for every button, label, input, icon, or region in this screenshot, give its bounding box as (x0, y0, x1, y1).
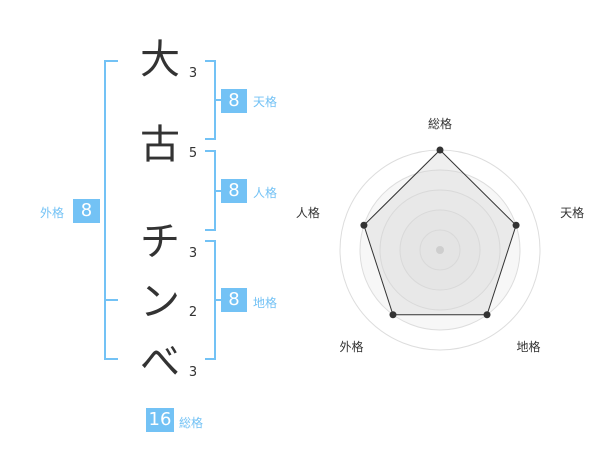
stroke-count-3: 3 (188, 246, 198, 261)
name-char-2: 古 (140, 122, 180, 168)
radar-point-2 (512, 221, 520, 229)
jinkaku-value: 8 (221, 179, 247, 203)
jinkaku-bracket (205, 150, 216, 231)
name-char-4: ン (140, 279, 180, 325)
jinkaku-label: 人格 (253, 186, 278, 200)
radar-axis-label-2: 天格 (560, 205, 584, 220)
tenkaku-connector (216, 99, 222, 101)
radar-axis-label-4: 外格 (339, 339, 363, 354)
name-char-5: べ (140, 339, 180, 385)
name-char-3: チ (140, 219, 180, 265)
chikaku-bracket (205, 240, 216, 360)
jinkaku-connector (216, 190, 222, 192)
stroke-count-5: 3 (188, 365, 198, 380)
radar-center-dot (436, 246, 444, 254)
radar-series-polygon (363, 149, 517, 316)
radar-point-3 (483, 311, 491, 319)
name-char-1: 大 (140, 37, 180, 83)
gaikaku-value: 8 (73, 199, 100, 223)
chikaku-connector (216, 299, 222, 301)
chikaku-label: 地格 (253, 296, 278, 310)
gaikaku-divider (104, 299, 118, 301)
soukaku-label: 総格 (179, 416, 204, 430)
chikaku-value: 8 (221, 288, 247, 312)
soukaku-value: 16 (146, 408, 174, 432)
radar-axis-label-1: 総格 (428, 116, 452, 131)
stroke-count-1: 3 (188, 66, 198, 81)
radar-point-5 (360, 221, 368, 229)
tenkaku-bracket (205, 60, 216, 140)
tenkaku-label: 天格 (253, 95, 278, 109)
radar-point-1 (436, 146, 444, 154)
gaikaku-bracket (104, 60, 118, 360)
stroke-count-2: 5 (188, 146, 198, 161)
tenkaku-value: 8 (221, 89, 247, 113)
radar-axis-label-3: 地格 (517, 339, 541, 354)
gaikaku-label: 外格 (40, 206, 65, 220)
stroke-count-4: 2 (188, 305, 198, 320)
radar-axis-label-5: 人格 (296, 205, 320, 220)
radar-point-4 (389, 311, 397, 319)
